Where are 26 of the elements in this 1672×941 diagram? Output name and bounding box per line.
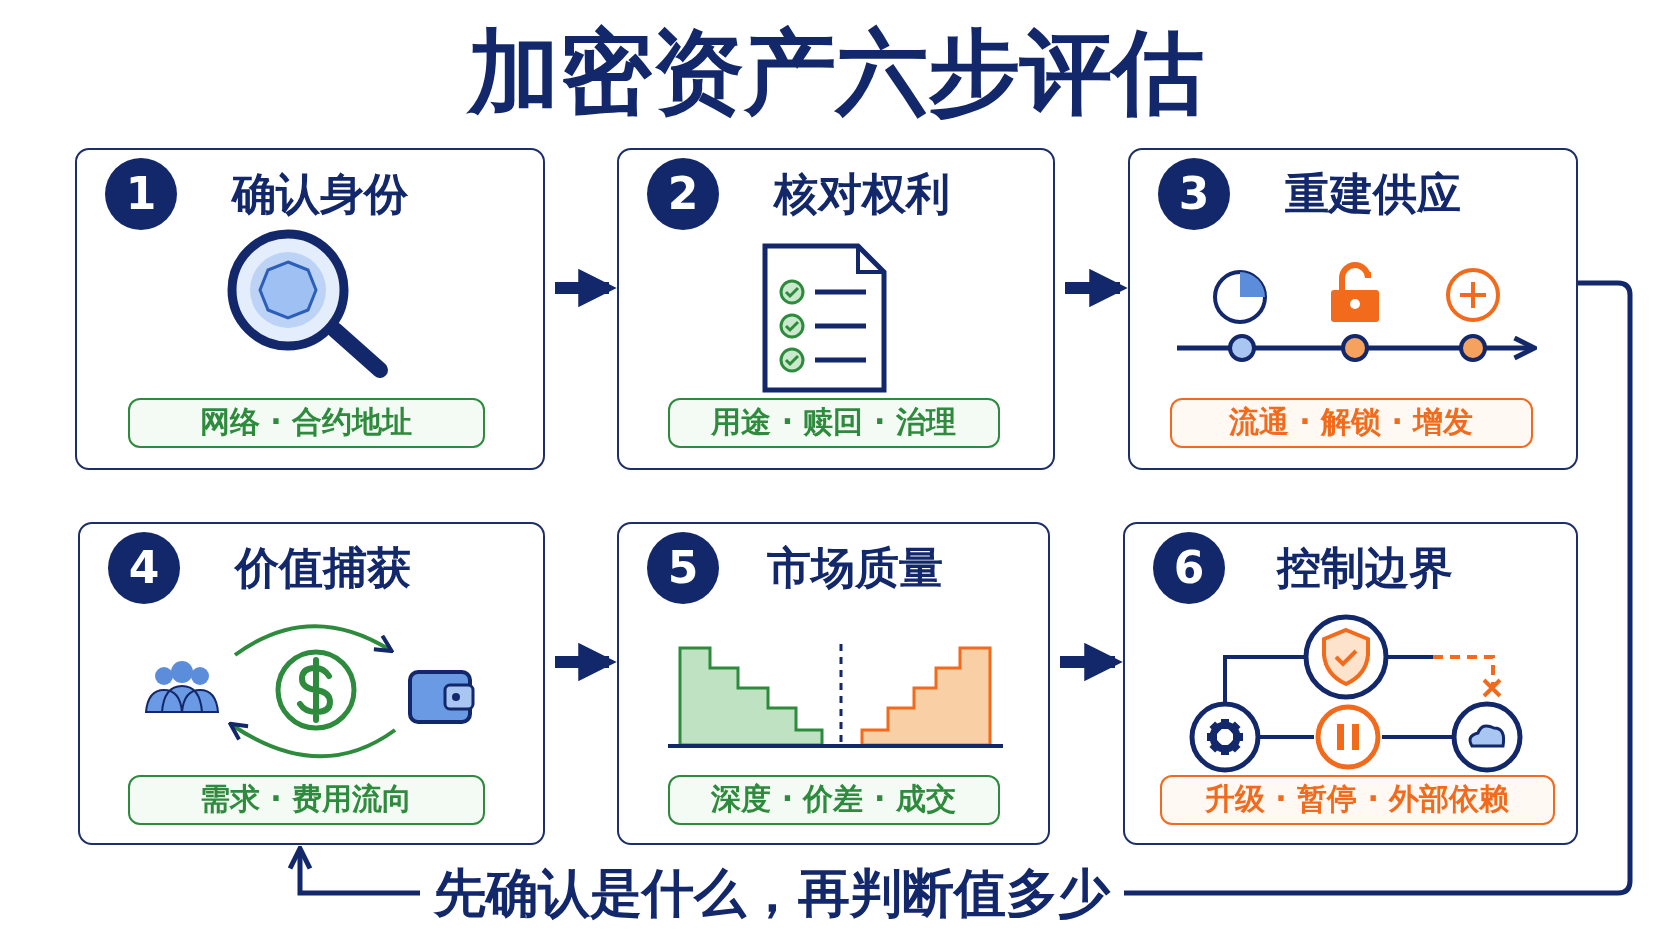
step-number: 6 [1153, 532, 1225, 604]
title: 加密资产六步评估 [465, 18, 1205, 128]
step-heading: 核对权利 [774, 167, 950, 221]
step-number: 4 [108, 532, 180, 604]
step-heading: 控制边界 [1277, 541, 1453, 595]
arrow [555, 268, 617, 308]
step-card [78, 522, 545, 845]
step-number: 1 [105, 158, 177, 230]
step-heading: 确认身份 [232, 167, 408, 221]
step-heading: 重建供应 [1285, 167, 1461, 221]
tag-pill: 用途 · 赎回 · 治理 [667, 397, 1000, 448]
step-number: 5 [647, 532, 719, 604]
arrow [1065, 268, 1128, 308]
tag-pill: 网络 · 合约地址 [127, 397, 485, 448]
step-heading: 价值捕获 [235, 541, 411, 595]
step-number: 2 [647, 158, 719, 230]
step-card [1128, 148, 1578, 470]
tag-pill: 流通 · 解锁 · 增发 [1169, 397, 1533, 448]
step-heading: 市场质量 [767, 541, 943, 595]
step-number: 3 [1158, 158, 1230, 230]
tag-pill: 升级 · 暂停 · 外部依赖 [1159, 774, 1555, 825]
step-card [75, 148, 545, 470]
tag-pill: 深度 · 价差 · 成交 [667, 774, 1000, 825]
arrow [555, 642, 617, 682]
arrow [1060, 642, 1123, 682]
tag-pill: 需求 · 费用流向 [127, 774, 485, 825]
